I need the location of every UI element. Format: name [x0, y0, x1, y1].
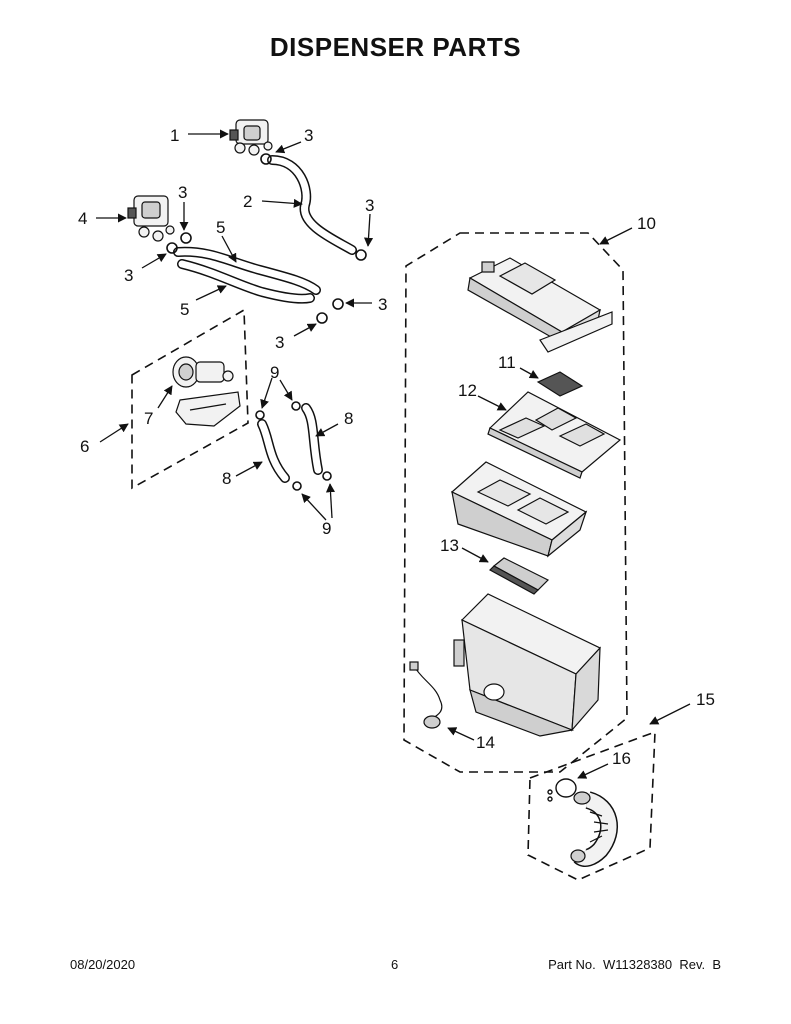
callout-3: 3: [365, 196, 374, 215]
footer-page-number: 6: [391, 957, 399, 972]
dispenser-cover: [467, 257, 613, 353]
callout-14: 14: [476, 733, 495, 752]
inlet-valve-part-1: [229, 119, 273, 156]
callout-7: 7: [144, 409, 153, 428]
footer-date: 08/20/2020: [70, 957, 136, 972]
callout-8: 8: [344, 409, 353, 428]
callout-11: 11: [498, 353, 516, 372]
callout-16: 16: [612, 749, 631, 768]
callout-10: 10: [637, 214, 656, 233]
clamp-part-16: [547, 778, 577, 802]
callout-9: 9: [322, 519, 331, 538]
dispenser-drawer: [450, 461, 588, 558]
callout-5: 5: [180, 300, 189, 319]
page-title: DISPENSER PARTS: [269, 32, 522, 62]
bellows-hose-part-15: [570, 791, 618, 867]
drawer-handle-part-13: [489, 557, 550, 595]
callout-3: 3: [124, 266, 133, 285]
hose-part-2: [267, 155, 357, 255]
inlet-valve-part-4: [127, 195, 175, 242]
callout-3: 3: [304, 126, 313, 145]
siphon-cap-part-11: [536, 371, 584, 397]
hose-pair-part-5: [173, 246, 321, 304]
dispenser-housing: [453, 593, 601, 737]
callout-8: 8: [222, 469, 231, 488]
callout-3: 3: [178, 183, 187, 202]
clamps-part-3: [166, 153, 367, 324]
callout-3: 3: [275, 333, 284, 352]
callout-2: 2: [243, 192, 252, 211]
group-15-outline: [527, 730, 656, 881]
callout-1: 1: [170, 126, 179, 145]
callout-9: 9: [270, 363, 279, 382]
callout-15: 15: [696, 690, 715, 709]
footer-part-number: Part No. W11328380 Rev. B: [548, 957, 721, 972]
callout-5: 5: [216, 218, 225, 237]
leader-arrows: [96, 129, 691, 779]
hoses-part-8: [257, 403, 323, 483]
callout-12: 12: [458, 381, 477, 400]
group-6-outline: [131, 308, 249, 490]
callout-3: 3: [378, 295, 387, 314]
tray-lid-part-12: [487, 391, 622, 479]
harness-part-14: [409, 661, 443, 729]
callout-13: 13: [440, 536, 459, 555]
group-10-outline: [403, 232, 628, 773]
nozzle-part-7: [172, 356, 241, 427]
callout-4: 4: [78, 209, 87, 228]
clamps-part-9: [255, 401, 332, 491]
callout-6: 6: [80, 437, 89, 456]
